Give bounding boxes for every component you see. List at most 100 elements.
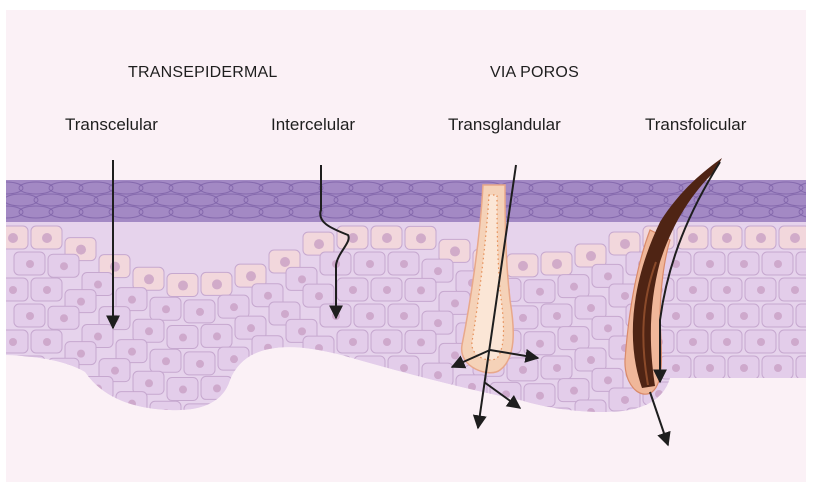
cell-nucleus bbox=[723, 338, 731, 346]
cell-nucleus bbox=[672, 416, 680, 424]
cell-nucleus bbox=[553, 416, 561, 424]
cell-nucleus bbox=[212, 279, 222, 289]
cell-nucleus bbox=[451, 351, 459, 359]
spinous-cell bbox=[371, 382, 402, 405]
cell-nucleus bbox=[247, 376, 255, 384]
cell-nucleus bbox=[519, 366, 527, 374]
cell-nucleus bbox=[298, 431, 306, 439]
spinous-cell bbox=[31, 382, 62, 405]
spinous-cell bbox=[201, 428, 232, 451]
cell-nucleus bbox=[314, 239, 324, 249]
cell-nucleus bbox=[94, 333, 102, 341]
cell-nucleus bbox=[468, 435, 476, 443]
spinous-cell bbox=[694, 408, 725, 431]
spinous-cell bbox=[269, 406, 300, 429]
cell-nucleus bbox=[264, 396, 272, 404]
cell-nucleus bbox=[298, 275, 306, 283]
cell-nucleus bbox=[808, 364, 815, 372]
cell-nucleus bbox=[26, 312, 34, 320]
cell-nucleus bbox=[740, 312, 748, 320]
cell-nucleus bbox=[434, 423, 442, 431]
spinous-cell bbox=[235, 368, 266, 391]
spinous-cell bbox=[252, 440, 283, 463]
cell-nucleus bbox=[9, 390, 17, 398]
cell-nucleus bbox=[774, 260, 782, 268]
spinous-cell bbox=[796, 356, 815, 379]
cell-nucleus bbox=[400, 260, 408, 268]
spinous-cell bbox=[405, 382, 436, 405]
cell-nucleus bbox=[264, 344, 272, 352]
spinous-cell bbox=[558, 431, 589, 454]
cell-nucleus bbox=[298, 379, 306, 387]
follicle-branch-down bbox=[650, 392, 668, 445]
cell-nucleus bbox=[382, 233, 392, 243]
cell-nucleus bbox=[60, 418, 68, 426]
spinous-cell bbox=[133, 423, 164, 446]
cell-nucleus bbox=[672, 312, 680, 320]
cell-nucleus bbox=[94, 281, 102, 289]
cell-nucleus bbox=[332, 364, 340, 372]
cell-nucleus bbox=[111, 419, 119, 427]
spinous-cell bbox=[337, 382, 368, 405]
cell-nucleus bbox=[162, 357, 170, 365]
spinous-cell bbox=[269, 354, 300, 377]
spinous-cell bbox=[65, 394, 96, 417]
spinous-cell bbox=[626, 408, 657, 431]
cell-nucleus bbox=[213, 332, 221, 340]
cell-nucleus bbox=[315, 292, 323, 300]
cell-nucleus bbox=[536, 340, 544, 348]
cell-nucleus bbox=[247, 428, 255, 436]
spinous-cell bbox=[354, 356, 385, 379]
cell-nucleus bbox=[417, 390, 425, 398]
cell-nucleus bbox=[774, 364, 782, 372]
spinous-cell bbox=[218, 399, 249, 422]
cell-nucleus bbox=[791, 286, 799, 294]
cell-nucleus bbox=[9, 338, 17, 346]
cell-nucleus bbox=[570, 283, 578, 291]
cell-nucleus bbox=[468, 383, 476, 391]
spinous-cell bbox=[48, 410, 79, 433]
cell-nucleus bbox=[536, 444, 544, 452]
cell-nucleus bbox=[77, 402, 85, 410]
cell-nucleus bbox=[60, 366, 68, 374]
cell-nucleus bbox=[94, 437, 102, 445]
spinous-cell bbox=[507, 410, 538, 433]
cell-nucleus bbox=[519, 314, 527, 322]
cell-nucleus bbox=[416, 233, 426, 243]
spinous-cell bbox=[82, 429, 113, 452]
skin-tissue bbox=[0, 180, 815, 479]
cell-nucleus bbox=[518, 261, 528, 271]
cell-nucleus bbox=[740, 416, 748, 424]
cell-nucleus bbox=[706, 312, 714, 320]
transglandular-label: Transglandular bbox=[448, 115, 561, 135]
cell-nucleus bbox=[519, 418, 527, 426]
cell-nucleus bbox=[230, 355, 238, 363]
cell-nucleus bbox=[9, 286, 17, 294]
cell-nucleus bbox=[213, 384, 221, 392]
cell-nucleus bbox=[128, 452, 136, 460]
spinous-cell bbox=[711, 382, 742, 405]
cell-nucleus bbox=[638, 416, 646, 424]
cell-nucleus bbox=[349, 338, 357, 346]
cell-nucleus bbox=[383, 338, 391, 346]
cell-nucleus bbox=[400, 364, 408, 372]
spinous-cell bbox=[82, 377, 113, 400]
cell-nucleus bbox=[366, 416, 374, 424]
cell-nucleus bbox=[417, 338, 425, 346]
cell-nucleus bbox=[570, 387, 578, 395]
cell-nucleus bbox=[60, 262, 68, 270]
spinous-cell bbox=[150, 453, 181, 476]
spinous-cell bbox=[524, 436, 555, 459]
cell-nucleus bbox=[502, 442, 510, 450]
cell-nucleus bbox=[196, 464, 204, 472]
cell-nucleus bbox=[790, 233, 800, 243]
cell-nucleus bbox=[298, 327, 306, 335]
cell-nucleus bbox=[366, 364, 374, 372]
spinous-cell bbox=[320, 356, 351, 379]
cell-nucleus bbox=[128, 400, 136, 408]
spinous-cell bbox=[796, 408, 815, 431]
cell-nucleus bbox=[315, 396, 323, 404]
cell-nucleus bbox=[757, 390, 765, 398]
cell-nucleus bbox=[26, 260, 34, 268]
cell-nucleus bbox=[586, 251, 596, 261]
